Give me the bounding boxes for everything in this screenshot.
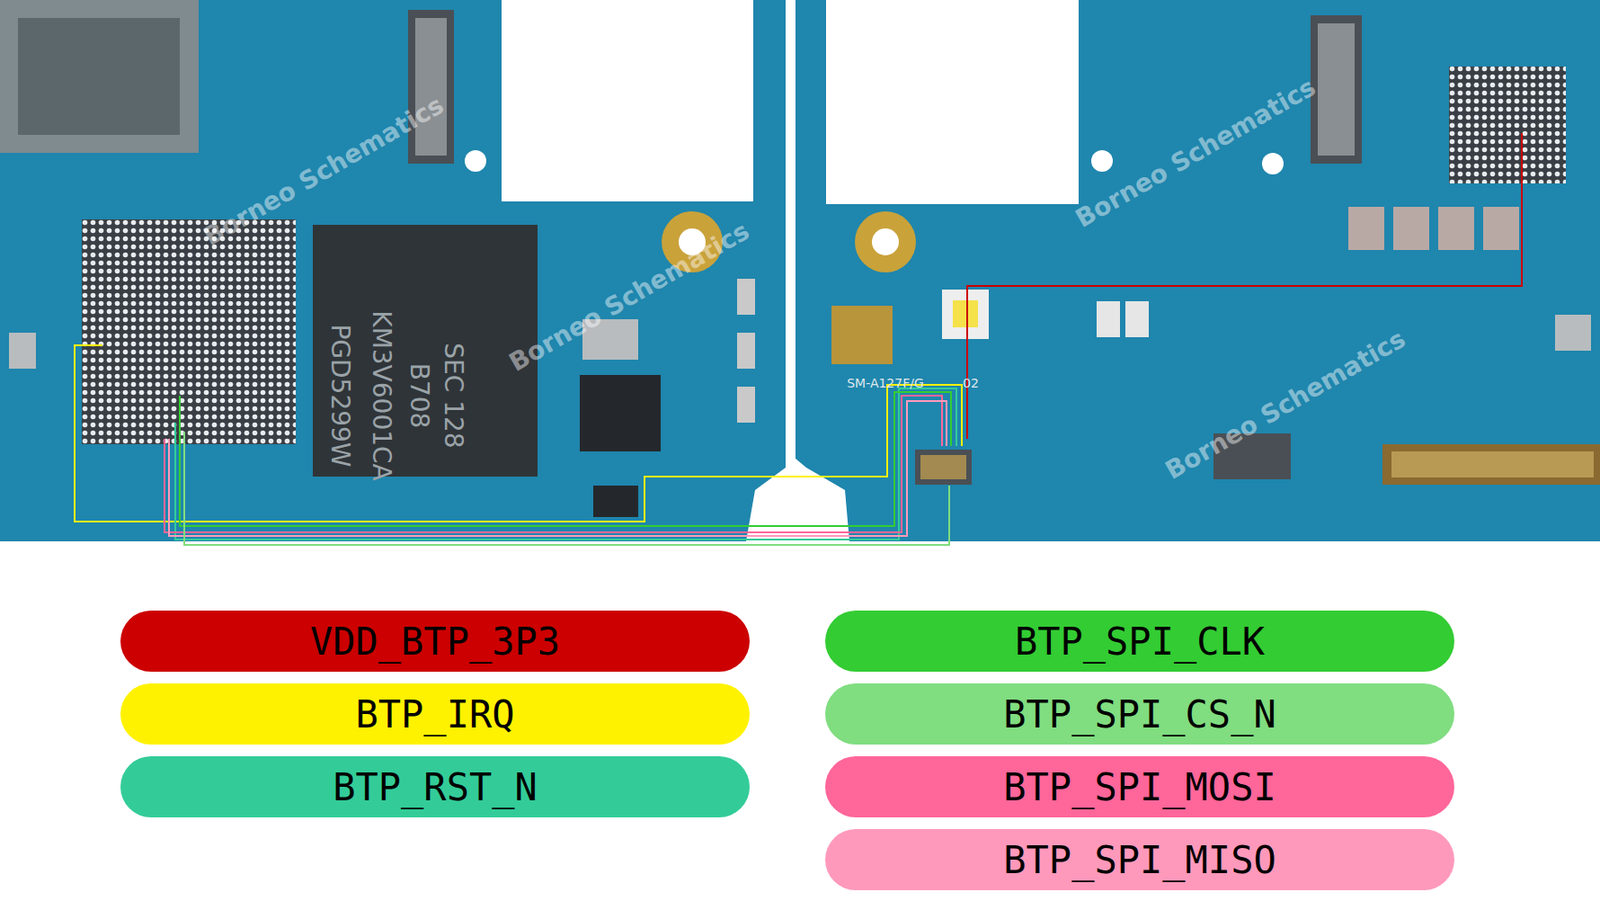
chip-marking: PGD5299W (325, 323, 356, 467)
chip-marking: B708 (404, 363, 435, 429)
watermark: Borneo Schematics (504, 215, 755, 378)
watermark: Borneo Schematics (1160, 323, 1411, 486)
legend-label: VDD_BTP_3P3 (310, 619, 560, 664)
legend-label: BTP_IRQ (355, 692, 515, 737)
legend-label: BTP_RST_N (332, 764, 538, 809)
legend-swatch: VDD_BTP_3P3 (120, 610, 750, 672)
chip-marking: KM3V6001CA (366, 310, 397, 480)
legend-swatch: BTP_IRQ (120, 683, 750, 745)
components (0, 0, 1600, 517)
board-right (795, 0, 1600, 542)
legend-label: BTP_SPI_MISO (1003, 837, 1276, 882)
legend-label: BTP_SPI_CLK (1014, 619, 1265, 664)
legend-swatch: BTP_RST_N (120, 755, 750, 818)
board-left (0, 0, 786, 542)
legend-swatch: BTP_SPI_MOSI (825, 755, 1455, 818)
watermark: Borneo Schematics (1070, 71, 1321, 234)
legend-swatch: BTP_SPI_CLK (825, 610, 1455, 672)
chip-marking: SEC 128 (438, 342, 469, 448)
legend-swatch: BTP_SPI_CS_N (825, 683, 1455, 745)
board-marking: SM-A127F/G (846, 375, 925, 391)
legend-swatch: BTP_SPI_MISO (825, 828, 1455, 890)
legend-label: BTP_SPI_MOSI (1003, 764, 1276, 809)
legend-label: BTP_SPI_CS_N (1003, 692, 1276, 737)
watermark: Borneo Schematics (198, 89, 449, 252)
board-marking: 02 (962, 375, 979, 391)
